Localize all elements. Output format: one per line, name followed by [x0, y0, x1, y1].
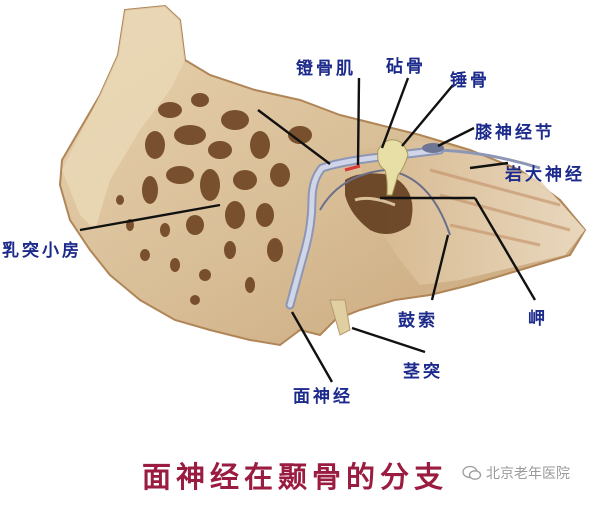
watermark-text: 北京老年医院	[486, 466, 570, 482]
ossicles	[377, 139, 409, 196]
label-incus: 砧骨	[386, 57, 426, 77]
label-chorda-tympani: 鼓索	[398, 311, 438, 331]
watermark: 北京老年医院	[462, 463, 570, 483]
label-styloid-process: 茎突	[403, 362, 443, 382]
wechat-icon	[462, 465, 482, 481]
leader-lines	[79, 77, 537, 383]
label-malleus: 锤骨	[450, 71, 490, 91]
label-stapedius: 镫骨肌	[296, 59, 356, 79]
label-promontory: 岬	[528, 309, 548, 329]
label-greater-petrosal-nerve: 岩大神经	[505, 165, 585, 185]
mastoid-air-cells	[116, 93, 312, 305]
label-mastoid-cells: 乳突小房	[2, 241, 82, 261]
label-geniculate-ganglion: 膝神经节	[475, 123, 555, 143]
label-facial-nerve: 面神经	[293, 387, 353, 407]
figure-title: 面神经在颞骨的分支	[142, 460, 449, 494]
